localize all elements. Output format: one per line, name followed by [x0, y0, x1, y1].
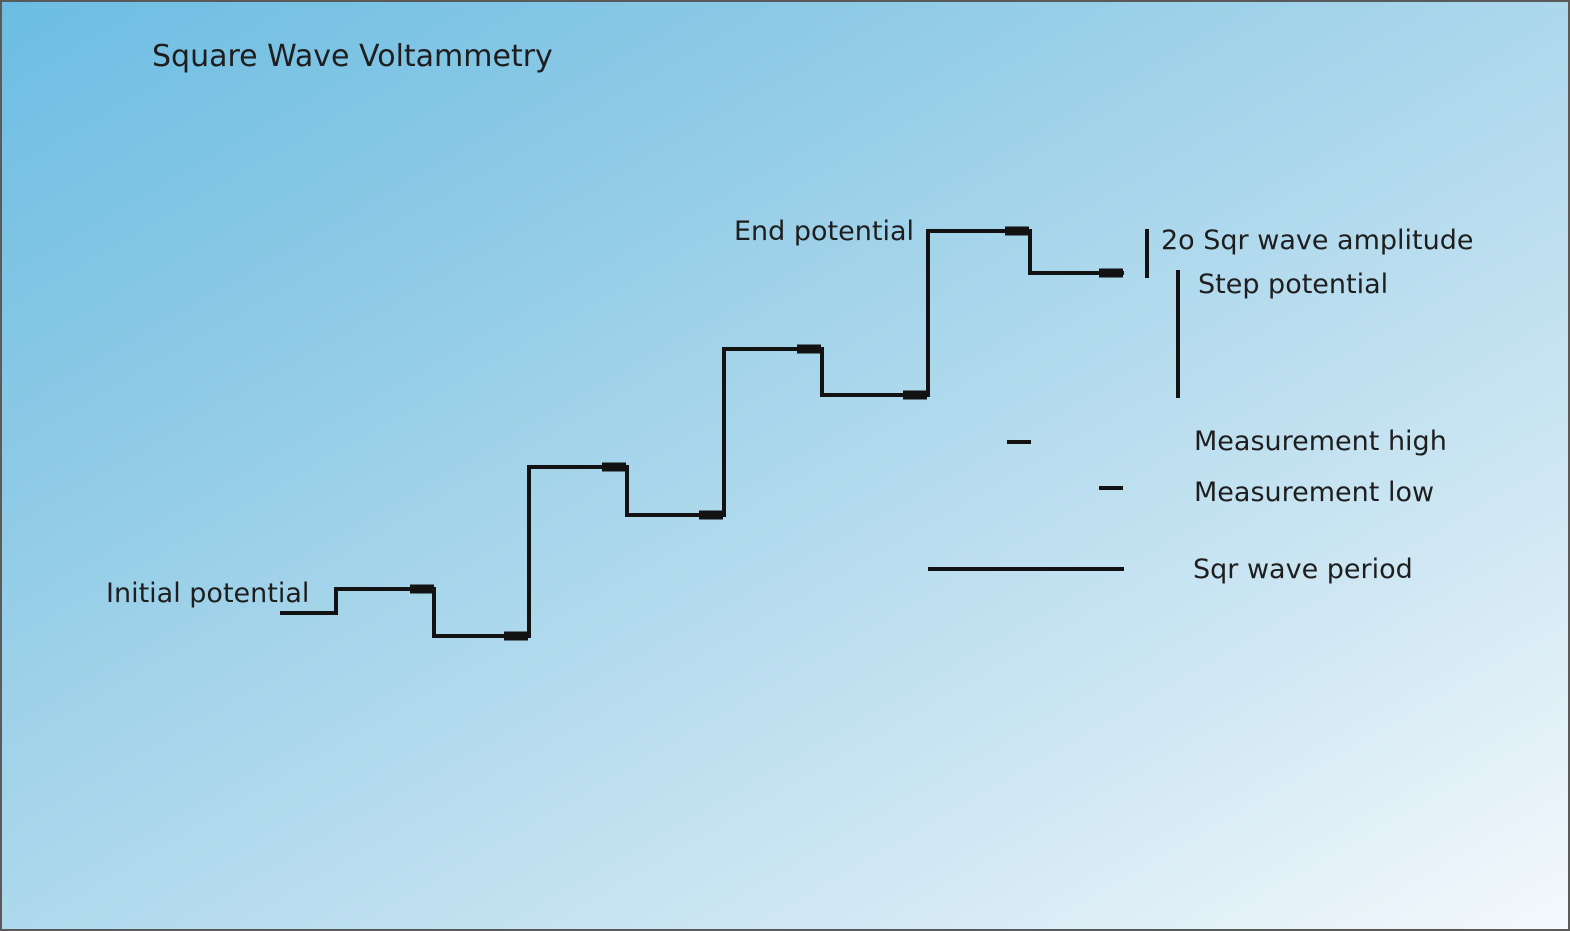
- initial-potential-label: Initial potential: [106, 578, 309, 609]
- step-potential-legend-label: Step potential: [1198, 269, 1388, 300]
- amplitude-legend-label: 2o Sqr wave amplitude: [1161, 225, 1473, 256]
- sqr-wave-period-legend-label: Sqr wave period: [1193, 554, 1413, 585]
- end-potential-label: End potential: [734, 216, 914, 247]
- diagram-title: Square Wave Voltammetry: [152, 39, 553, 74]
- measurement-high-legend-label: Measurement high: [1194, 426, 1447, 457]
- square-wave-staircase: [280, 229, 1124, 638]
- measurement-low-legend-label: Measurement low: [1194, 477, 1434, 508]
